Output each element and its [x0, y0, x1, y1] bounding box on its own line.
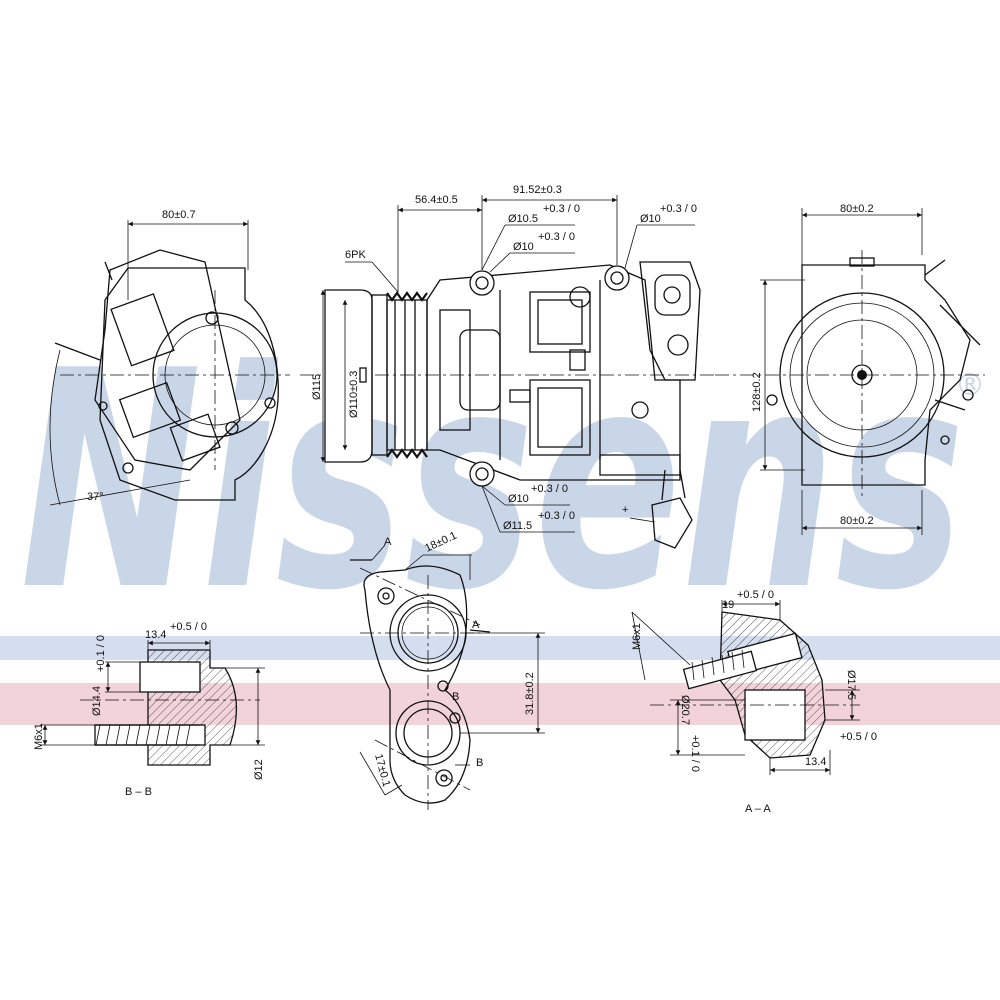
aa-length-tol: +0.5 / 0	[840, 731, 877, 743]
aa-depth-dim: 19	[722, 599, 734, 611]
right-end-view: 80±0.2 128±0.2 80±0.2	[715, 203, 985, 535]
registered-mark: ®	[955, 368, 985, 403]
section-a-label-right: A	[472, 619, 480, 631]
section-bb: 13.4 +0.5 / 0 Ø14.4 +0.1 / 0 M6x1 Ø12 B …	[33, 621, 265, 798]
flange-spacing-dim: 31.8±0.2	[524, 672, 536, 715]
aa-bore-tol: +0.1 / 0	[689, 735, 701, 772]
right-height-dim: 128±0.2	[751, 372, 763, 412]
hole-5-tol: +0.3 / 0	[538, 510, 575, 522]
hole-4-dim: Ø10	[508, 493, 529, 505]
aa-outer-dim: Ø17.5	[845, 670, 857, 700]
side-view: 56.4±0.5 91.52±0.3 Ø10.5 +0.3 / 0 Ø10 +0…	[300, 184, 715, 549]
flange-side-dim: 17±0.1	[372, 753, 392, 789]
hole-2-tol: +0.3 / 0	[538, 231, 575, 243]
hole-2-dim: Ø10	[513, 241, 534, 253]
hole-1-dim: Ø10.5	[508, 213, 538, 225]
hole-1-tol: +0.3 / 0	[543, 203, 580, 215]
bb-thread: M6x1	[33, 723, 45, 750]
aa-depth-tol: +0.5 / 0	[737, 589, 774, 601]
aa-bore-dim: Ø20.7	[679, 695, 691, 725]
aa-thread: M6x1	[631, 623, 643, 650]
hole-4-tol: +0.3 / 0	[531, 483, 568, 495]
left-end-view: 80±0.7 37°	[49, 209, 290, 506]
flange-view: A A B B 18±0.1 31.8±0.2 17±0.1	[350, 530, 545, 810]
section-aa-title: A – A	[745, 803, 771, 815]
section-bb-title: B – B	[125, 786, 152, 798]
section-a-label-top: A	[384, 536, 392, 548]
section-aa: 19 +0.5 / 0 M6x1 Ø20.7 +0.1 / 0 Ø17.5 13…	[631, 589, 877, 815]
bb-outer-dim: Ø12	[253, 759, 265, 780]
bb-length-dim: 13.4	[145, 629, 166, 641]
watermark-logo-text: Nissens	[20, 307, 965, 656]
left-width-dim: 80±0.7	[162, 209, 196, 221]
pulley-diameter-dim: Ø110±0.3	[348, 371, 360, 418]
section-b-label-mid: B	[452, 691, 459, 703]
hole-3-dim: Ø10	[640, 213, 661, 225]
right-top-width-dim: 80±0.2	[840, 203, 874, 215]
offset-dim: 56.4±0.5	[415, 194, 458, 206]
span-dim: 91.52±0.3	[513, 184, 562, 196]
bb-length-tol: +0.5 / 0	[170, 621, 207, 633]
connector-sign: +	[622, 504, 628, 516]
left-angle-dim: 37°	[87, 491, 104, 503]
aa-length-dim: 13.4	[805, 756, 826, 768]
outer-diameter-dim: Ø115	[311, 374, 323, 400]
bb-bore-tol: +0.1 / 0	[95, 635, 107, 672]
pulley-label: 6PK	[345, 249, 366, 261]
bb-bore-dim: Ø14.4	[91, 686, 103, 716]
hole-5-dim: Ø11.5	[503, 520, 532, 532]
right-bottom-width-dim: 80±0.2	[840, 515, 874, 527]
hole-3-tol: +0.3 / 0	[660, 203, 697, 215]
section-b-label-bottom: B	[476, 757, 483, 769]
